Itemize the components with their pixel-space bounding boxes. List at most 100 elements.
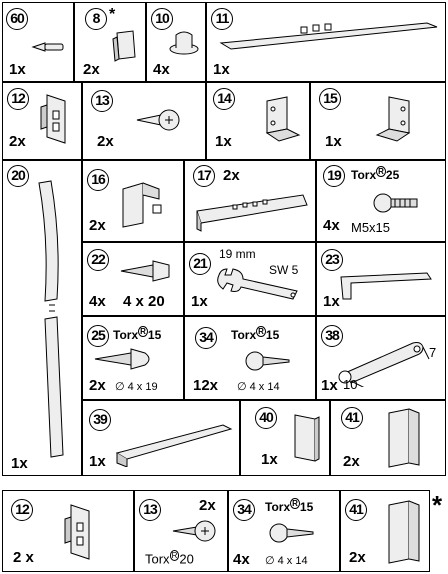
part-number: 15 [319, 88, 341, 110]
screw-size: ∅ 4 x 19 [115, 381, 158, 393]
part-number: 22 [87, 249, 109, 271]
part-number: 16 [87, 169, 109, 191]
connector-icon [338, 342, 430, 387]
part-quantity: 2x [89, 377, 106, 394]
part-number: 14 [213, 88, 235, 110]
wrench-size: 19 mm [219, 247, 256, 261]
label-7: 7 [429, 345, 437, 360]
part-38-cell: 38 7 10 1x [316, 316, 446, 400]
part-13-cell: 13 2x [82, 82, 206, 160]
cap-icon [388, 408, 420, 468]
cap-icon [388, 500, 420, 564]
part-quantity: 4x [233, 551, 250, 568]
part-quantity: 2x [9, 133, 26, 150]
part-23-cell: 23 1x [316, 242, 446, 316]
part-quantity: 2 x [13, 549, 34, 566]
part-quantity: 4x [323, 217, 340, 234]
part-number: 17 [193, 165, 215, 187]
torx-screw-icon [269, 523, 314, 543]
clip-icon [122, 182, 162, 228]
part-quantity: 2x [343, 453, 360, 470]
part-number: 25 [87, 325, 109, 347]
wood-screw-icon [120, 260, 170, 282]
part-number: 12 [7, 88, 29, 110]
part-number: 34 [233, 499, 255, 521]
part-39-cell: 39 1x [82, 400, 240, 476]
wall-bracket-icon [375, 96, 411, 142]
part-quantity: 2x [89, 217, 106, 234]
part-21-cell: 21 19 mm SW 5 1x [184, 242, 316, 316]
part-number: 34 [195, 327, 217, 349]
part-quantity: 1x [325, 133, 342, 150]
rail-icon [219, 22, 438, 50]
part-40-cell: 40 1x [240, 400, 330, 476]
wrench-icon [217, 268, 298, 300]
hex-size: SW 5 [269, 263, 299, 277]
clip-icon [112, 30, 136, 62]
bracket-icon [64, 504, 90, 560]
part-15-cell: 15 1x [310, 82, 446, 160]
part-number: 20 [7, 165, 29, 187]
part-quantity: 2x [97, 133, 114, 150]
bracket-icon [196, 194, 308, 232]
part-quantity: 1x [9, 61, 26, 78]
part-10-cell: 10 4x [146, 2, 206, 82]
part-14-cell: 14 1x [206, 82, 310, 160]
bracket-icon [40, 94, 66, 144]
screw-size: ∅ 4 x 14 [265, 555, 308, 567]
part-number: 60 [6, 8, 28, 30]
star-marker: * [109, 6, 116, 23]
torx-screw-icon [373, 193, 418, 213]
part-12-cell: 12 2x [2, 82, 82, 160]
part-number: 21 [189, 253, 211, 275]
part-quantity: 1x [89, 453, 106, 470]
part-number: 38 [321, 325, 343, 347]
screw-icon [172, 520, 216, 542]
part-number: 8 [85, 8, 107, 30]
part-8-cell: 8 * 2x [74, 2, 146, 82]
wood-screw-icon [94, 348, 150, 370]
part-number: 39 [89, 409, 111, 431]
label-10: 10 [343, 377, 358, 392]
part-60-cell: 60 1x [2, 2, 74, 82]
screw-size: 4 x 20 [123, 293, 165, 310]
part-number: 40 [255, 407, 277, 429]
rail-icon [115, 424, 233, 467]
part-number: 13 [139, 499, 161, 521]
part-quantity: 2x [199, 497, 216, 514]
pin-icon [31, 42, 64, 52]
footer-part-41-cell: 41 2x [340, 490, 430, 572]
part-quantity: 2x [349, 549, 366, 566]
cap-icon [294, 414, 320, 462]
part-quantity: 1x [213, 61, 230, 78]
part-quantity: 1x [323, 293, 340, 310]
hex-key-icon [340, 272, 432, 300]
part-quantity: 1x [191, 293, 208, 310]
part-quantity: 4x [89, 293, 106, 310]
profile-icon [38, 180, 64, 458]
part-quantity: 1x [215, 133, 232, 150]
torx-screw-icon [245, 351, 290, 371]
wall-bracket-icon [265, 96, 301, 142]
part-20-cell: 20 1x [2, 160, 82, 476]
part-22-cell: 22 4x 4 x 20 [82, 242, 184, 316]
part-quantity: 1x [321, 377, 338, 394]
part-number: 13 [91, 90, 113, 112]
footer-star-marker: * [432, 490, 443, 520]
part-16-cell: 16 2x [82, 160, 184, 242]
part-number: 12 [11, 499, 33, 521]
part-number: 41 [341, 407, 363, 429]
part-41-cell: 41 2x [330, 400, 446, 476]
part-number: 10 [151, 8, 173, 30]
screw-icon [136, 109, 180, 131]
part-quantity: 12x [193, 377, 219, 394]
part-17-cell: 17 2x [184, 160, 316, 242]
